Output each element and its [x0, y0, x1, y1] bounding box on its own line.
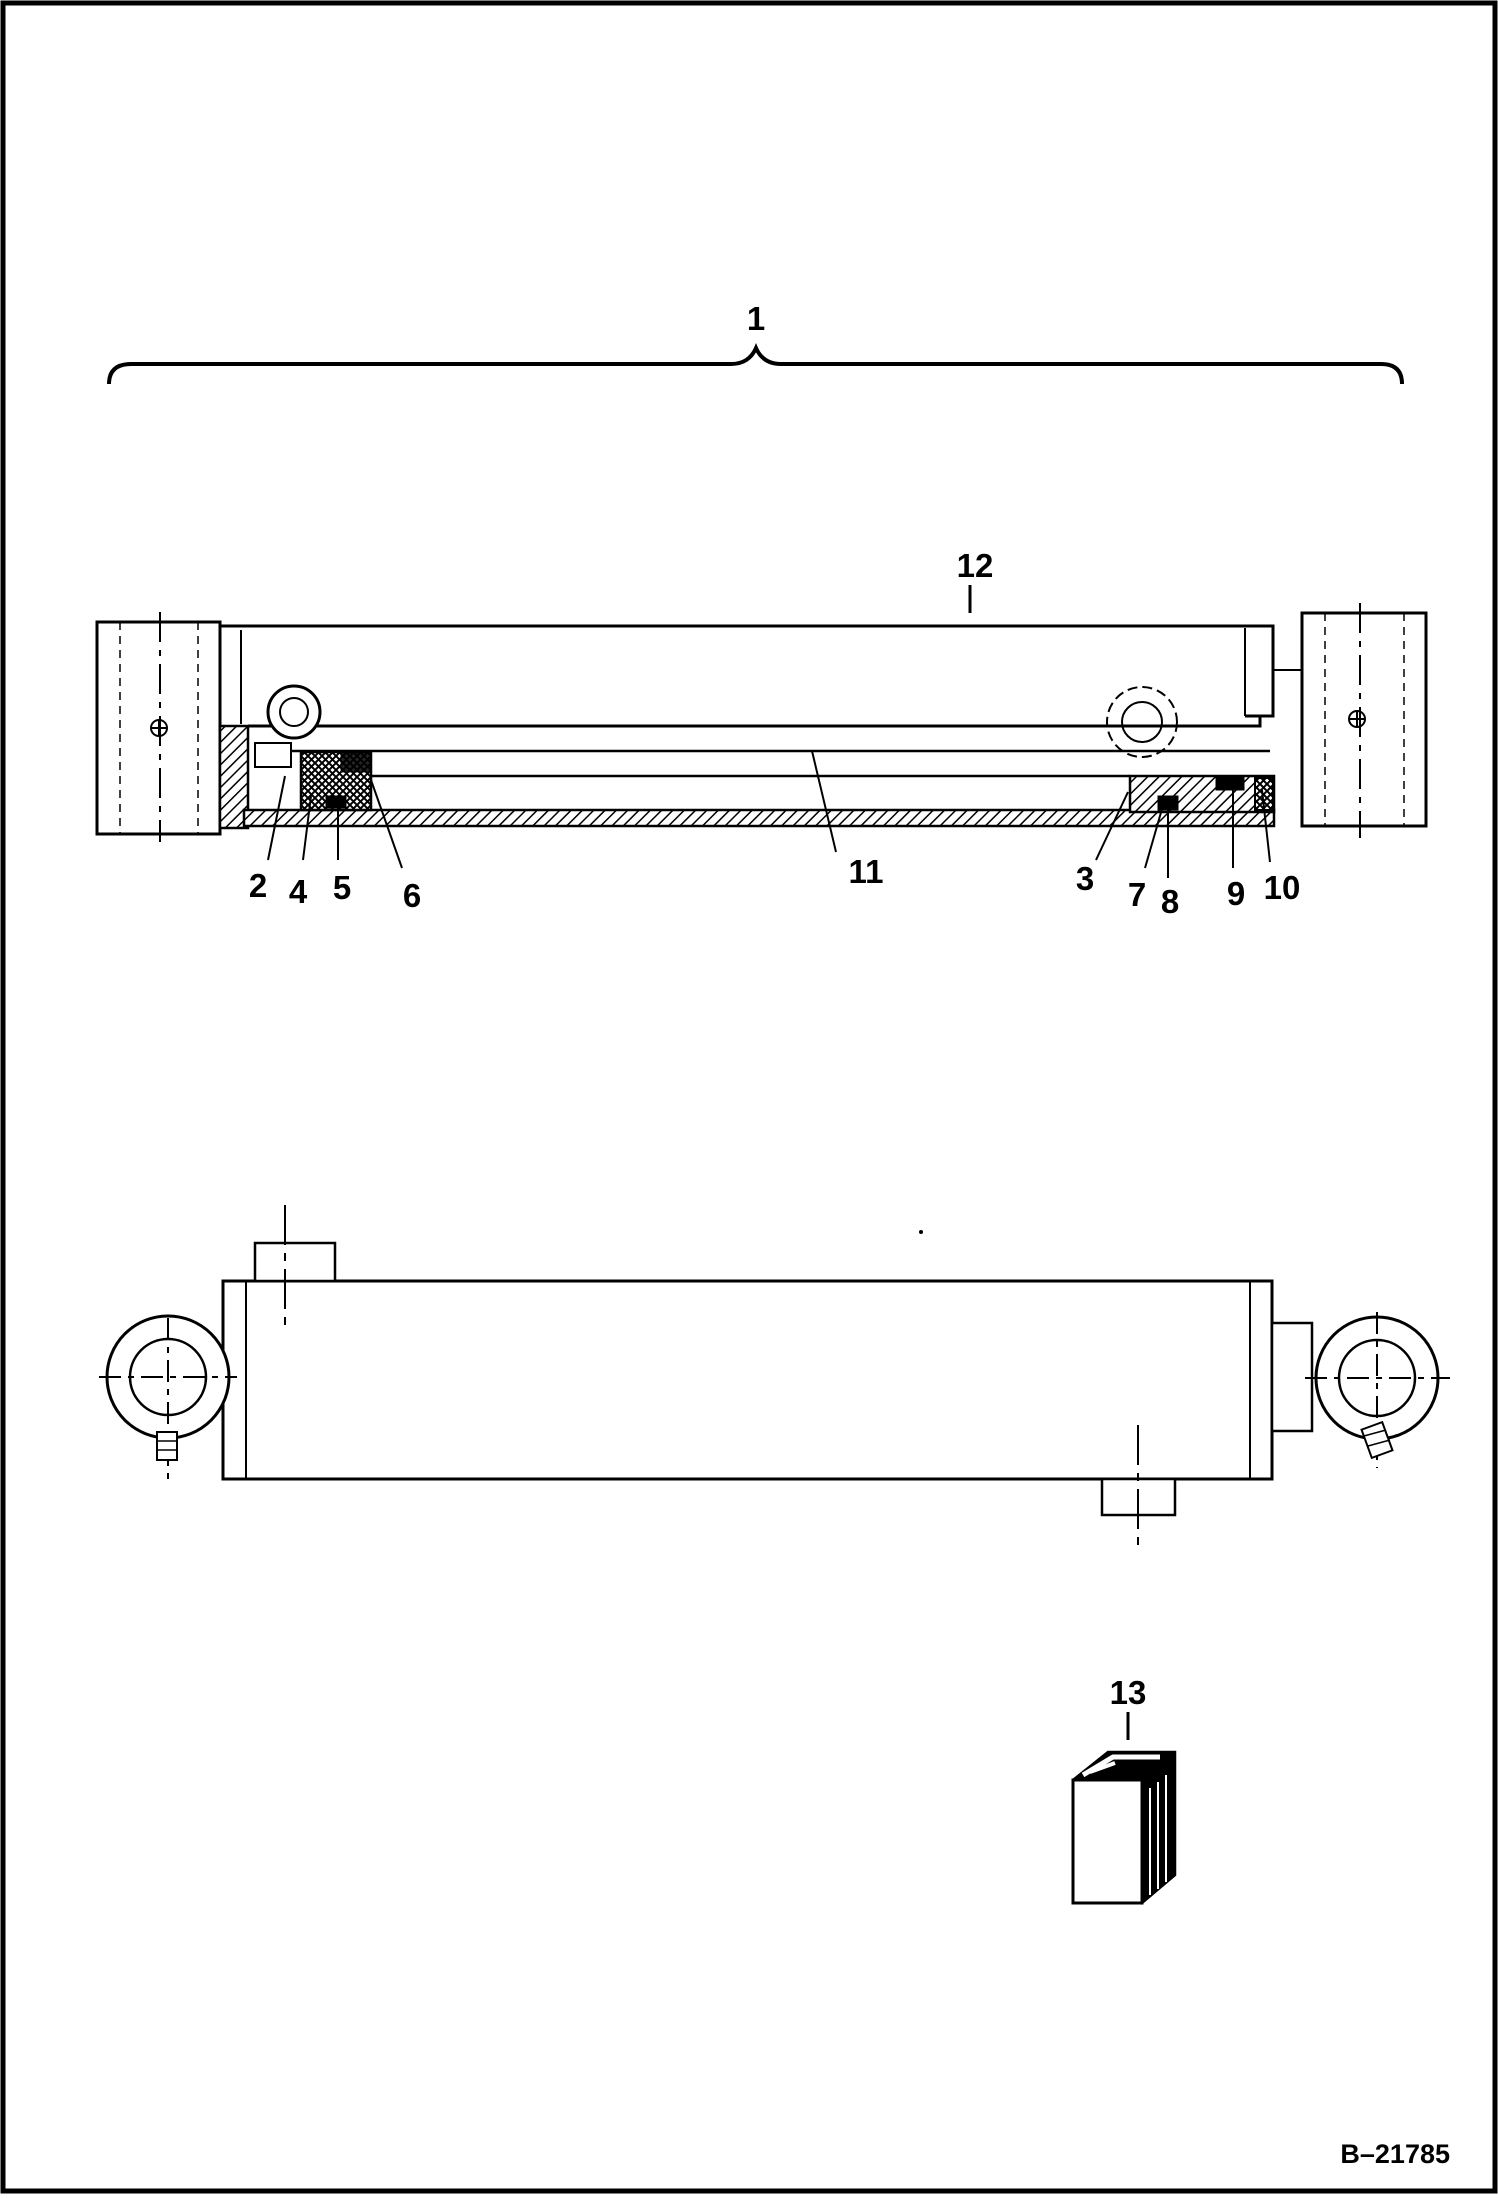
callout-label-12: 12 — [957, 547, 994, 584]
assembly-brace — [107, 343, 1404, 385]
callout-label-6: 6 — [403, 877, 421, 914]
callout-label-8: 8 — [1161, 883, 1179, 920]
callout-label-1: 1 — [747, 300, 765, 337]
callout-label-4: 4 — [289, 873, 308, 910]
callout-label-2: 2 — [249, 867, 267, 904]
callout-label-11: 11 — [849, 853, 884, 890]
seal-kit-box — [1071, 1712, 1177, 1905]
drawing-reference-number: B–21785 — [1340, 2139, 1450, 2169]
cylinder-section-view — [95, 585, 1428, 878]
callout-label-7: 7 — [1128, 876, 1146, 913]
cylinder-exterior-view — [99, 1205, 1450, 1548]
callout-label-10: 10 — [1264, 869, 1301, 906]
callout-label-13: 13 — [1110, 1674, 1147, 1711]
callout-label-5: 5 — [333, 869, 351, 906]
callout-label-9: 9 — [1227, 875, 1245, 912]
callout-label-3: 3 — [1076, 860, 1094, 897]
